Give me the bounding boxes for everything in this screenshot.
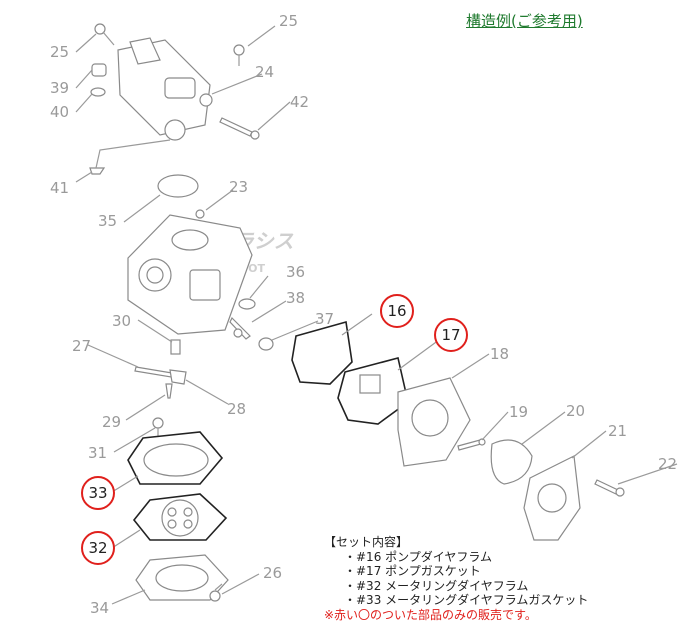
label-18: 18 <box>490 345 509 363</box>
plug-37 <box>258 337 274 351</box>
label-25a: 25 <box>279 12 298 30</box>
screw-31 <box>152 417 164 436</box>
pump-diaphragm-16 <box>291 320 353 385</box>
o-ring-35 <box>157 174 199 198</box>
highlight-circle-17 <box>434 318 468 352</box>
label-16: 16 <box>387 302 406 320</box>
set-item-17: ・#17 ポンプガスケット <box>344 564 481 578</box>
bracket-21 <box>523 455 581 541</box>
label-36: 36 <box>286 263 305 281</box>
cover-34 <box>135 554 229 601</box>
label-24: 24 <box>255 63 274 81</box>
highlight-circle-16 <box>380 294 414 328</box>
part-39 <box>91 63 107 77</box>
label-21: 21 <box>608 422 627 440</box>
pump-gasket-17 <box>337 357 409 425</box>
label-19: 19 <box>509 403 528 421</box>
label-17: 17 <box>441 326 460 344</box>
spring-30 <box>170 339 181 355</box>
part-36 <box>238 298 256 310</box>
label-28: 28 <box>227 400 246 418</box>
screw-22 <box>594 479 625 497</box>
set-item-33: ・#33 メータリングダイヤフラムガスケット <box>344 593 589 607</box>
label-32: 32 <box>88 539 107 557</box>
highlighted-part-labels: 16 17 33 32 <box>81 294 468 565</box>
part-41 <box>89 167 106 175</box>
sale-note: ※赤い〇のついた部品のみの販売です。 <box>324 607 537 622</box>
set-item-16: ・#16 ポンプダイヤフラム <box>344 549 493 564</box>
screw-19 <box>457 438 486 451</box>
label-42: 42 <box>290 93 309 111</box>
pump-cover-18 <box>397 377 471 467</box>
set-contents-box: 【セット内容】 ・#16 ポンプダイヤフラム ・#17 ポンプガスケット ・#3… <box>324 535 588 622</box>
label-35: 35 <box>98 212 117 230</box>
label-34: 34 <box>90 599 109 617</box>
page-title: 構造例(ご参考用) <box>466 12 583 30</box>
lever-28 <box>169 369 187 385</box>
highlight-circle-33 <box>81 476 115 510</box>
screw-25a <box>94 23 115 46</box>
set-contents-heading: 【セット内容】 <box>324 535 409 549</box>
screw-25b <box>233 44 245 66</box>
label-26: 26 <box>263 564 282 582</box>
screw-26 <box>209 583 223 602</box>
label-38: 38 <box>286 289 305 307</box>
label-27: 27 <box>72 337 91 355</box>
pin-27 <box>134 366 173 378</box>
label-25b: 25 <box>50 43 69 61</box>
label-20: 20 <box>566 402 585 420</box>
label-40: 40 <box>50 103 69 121</box>
label-23: 23 <box>229 178 248 196</box>
diaphragm-32 <box>132 493 228 541</box>
highlight-circle-32 <box>81 531 115 565</box>
label-41: 41 <box>50 179 69 197</box>
jet-23 <box>195 209 205 219</box>
throttle-assembly <box>117 37 213 141</box>
label-39: 39 <box>50 79 69 97</box>
part-number-labels: 25 25 39 40 24 42 41 23 35 36 38 37 18 3… <box>50 12 677 617</box>
primer-bulb-20 <box>490 439 533 485</box>
label-37: 37 <box>315 310 334 328</box>
part-40 <box>90 87 106 97</box>
carburetor-body <box>127 214 253 335</box>
label-33: 33 <box>88 484 107 502</box>
screw-42 <box>219 117 260 140</box>
label-31: 31 <box>88 444 107 462</box>
label-22: 22 <box>658 455 677 473</box>
set-item-32: ・#32 メータリングダイヤフラム <box>344 578 529 593</box>
needle-29 <box>165 383 173 399</box>
gasket-33 <box>127 431 224 485</box>
needle-38 <box>229 316 251 340</box>
label-30: 30 <box>112 312 131 330</box>
label-29: 29 <box>102 413 121 431</box>
